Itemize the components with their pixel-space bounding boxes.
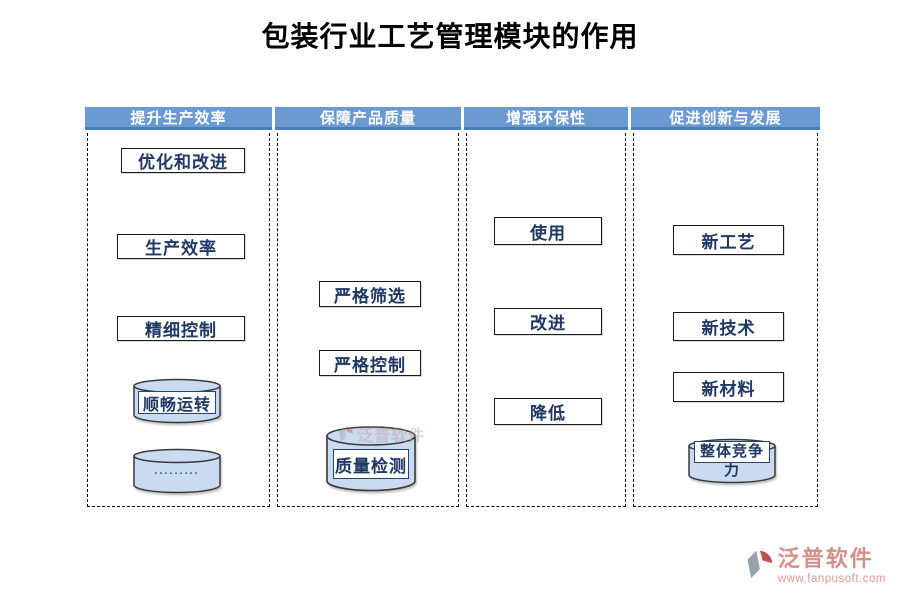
cylinder-label-overall-competitiveness: 整体竞争力: [694, 441, 770, 479]
cylinder-shape: [133, 448, 221, 494]
column-header-efficiency: 提升生产效率: [85, 107, 272, 130]
process-box-production-efficiency: 生产效率: [117, 234, 245, 259]
process-box-new-technology: 新技术: [673, 312, 784, 341]
column-environment: 增强环保性 使用 改进 降低: [464, 107, 628, 507]
column-header-innovation: 促进创新与发展: [631, 107, 820, 130]
column-quality: 保障产品质量 严格筛选 严格控制 质量检测: [275, 107, 461, 507]
column-body-quality: 严格筛选 严格控制 质量检测: [277, 133, 459, 507]
process-box-fine-control: 精细控制: [117, 316, 245, 341]
column-innovation: 促进创新与发展 新工艺 新技术 新材料 整体竞争力: [631, 107, 820, 507]
column-body-efficiency: 优化和改进 生产效率 精细控制 顺畅运转 .........: [87, 133, 270, 507]
fanpu-logo-icon: [747, 550, 773, 579]
column-body-innovation: 新工艺 新技术 新材料 整体竞争力: [633, 133, 818, 507]
cylinder-smooth-operation: 顺畅运转: [132, 378, 222, 424]
column-body-environment: 使用 改进 降低: [466, 133, 626, 507]
cylinder-label-quality-inspection: 质量检测: [333, 449, 409, 479]
footer-text: 泛普软件 www.fanpusoft.com: [777, 546, 886, 586]
footer-brand: 泛普软件 www.fanpusoft.com: [744, 547, 886, 585]
brand-name: 泛普软件: [777, 546, 874, 571]
process-box-strict-control: 严格控制: [319, 350, 421, 376]
cylinder-label-ellipsis: .........: [154, 465, 200, 477]
cylinder-quality-inspection: 质量检测: [325, 425, 417, 493]
process-box-reduce: 降低: [494, 398, 602, 425]
process-box-new-process: 新工艺: [673, 225, 784, 255]
process-box-optimize: 优化和改进: [121, 148, 245, 173]
column-header-quality: 保障产品质量: [275, 107, 461, 130]
process-box-improve: 改进: [494, 308, 602, 335]
process-box-new-material: 新材料: [673, 372, 784, 402]
cylinder-label-smooth-operation: 顺畅运转: [138, 391, 216, 414]
process-box-use: 使用: [494, 217, 602, 245]
brand-url: www.fanpusoft.com: [777, 573, 886, 585]
cylinder-overall-competitiveness: 整体竞争力: [687, 438, 777, 484]
cylinder-ellipsis: .........: [132, 448, 222, 494]
page-title: 包装行业工艺管理模块的作用: [261, 21, 639, 52]
column-efficiency: 提升生产效率 优化和改进 生产效率 精细控制 顺畅运转 .........: [85, 107, 272, 507]
column-header-environment: 增强环保性: [464, 107, 628, 130]
process-box-strict-screening: 严格筛选: [319, 281, 421, 307]
